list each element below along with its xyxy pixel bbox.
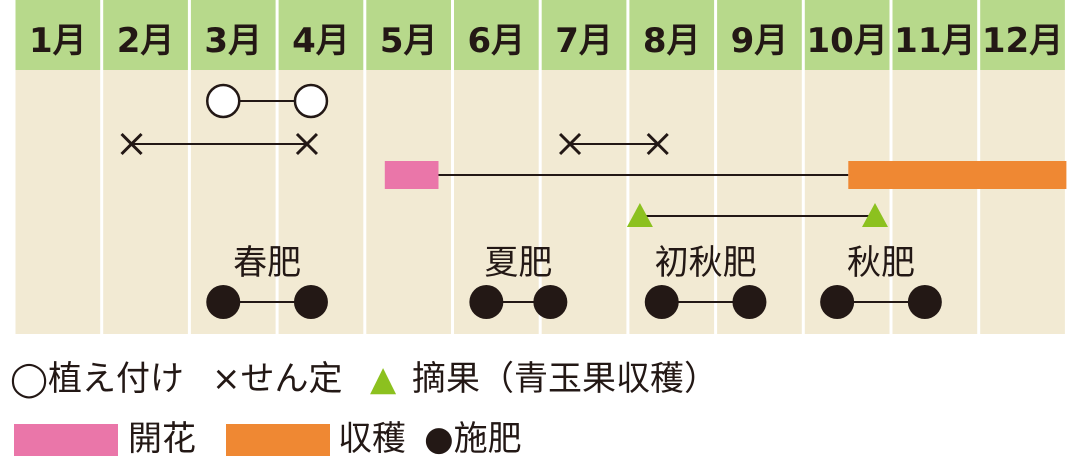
month-column [980, 70, 1065, 334]
fertilizing-label: 初秋肥 [655, 243, 757, 283]
filled-circle-marker [293, 285, 328, 319]
month-column [366, 70, 451, 334]
month-label: 3月 [204, 21, 262, 61]
filled-circle-marker [206, 285, 241, 319]
filled-circle-marker [907, 285, 942, 319]
month-label: 10月 [806, 21, 887, 61]
month-label: 8月 [643, 21, 701, 61]
legend-thinning: 摘果（青玉果収穫） [412, 359, 718, 399]
month-header-cell [103, 0, 188, 70]
month-header-cell [629, 0, 715, 70]
month-label: 11月 [894, 21, 975, 61]
month-header-cell [541, 0, 627, 70]
harvest-bar [848, 161, 1067, 189]
cross-marker [558, 132, 582, 156]
filled-circle-marker [469, 285, 504, 319]
month-header-cell [366, 0, 451, 70]
month-label: 7月 [555, 21, 613, 61]
triangle-icon: ▲ [370, 359, 397, 399]
legend-bloom: 開花 [128, 419, 196, 459]
triangle-marker [862, 203, 888, 227]
legend-harvest: 収穫 [338, 419, 406, 459]
cross-marker [120, 132, 143, 156]
cross-marker [646, 132, 669, 156]
month-label: 9月 [731, 21, 789, 61]
fertilizing-label: 秋肥 [847, 243, 915, 283]
month-header-cell [278, 0, 364, 70]
month-label: 6月 [468, 21, 526, 61]
month-label: 4月 [292, 21, 350, 61]
harvest-swatch [226, 424, 330, 456]
legend-pruning: ×せん定 [212, 359, 343, 399]
legend-fertilizing: ●施肥 [424, 419, 522, 459]
month-header-cell [454, 0, 539, 70]
month-label: 12月 [982, 21, 1063, 61]
month-header-cell [15, 0, 101, 70]
month-header-cell [804, 0, 890, 70]
month-column [15, 70, 101, 334]
month-header-cell [717, 0, 802, 70]
bloom-bar [384, 161, 439, 189]
month-column [103, 70, 188, 334]
month-label: 2月 [117, 21, 175, 61]
cross-marker [295, 132, 319, 156]
filled-circle-marker [820, 285, 855, 319]
legend-planting: ◯植え付け [10, 359, 185, 399]
legend-row-2: 開花 収穫 ●施肥 [0, 414, 1078, 464]
open-circle-marker [293, 83, 329, 119]
filled-circle-marker [644, 285, 679, 319]
month-header-cell [892, 0, 978, 70]
month-label: 1月 [29, 21, 87, 61]
filled-circle-marker [533, 285, 568, 319]
bloom-swatch [14, 424, 118, 456]
filled-circle-marker [732, 285, 767, 319]
fertilizing-label: 春肥 [233, 243, 301, 283]
month-header-cell [190, 0, 276, 70]
fertilizing-label: 夏肥 [484, 243, 552, 283]
month-label: 5月 [380, 21, 438, 61]
open-circle-marker [206, 83, 241, 119]
legend-row-1: ◯植え付け ×せん定 ▲ 摘果（青玉果収穫） [0, 354, 1078, 404]
triangle-marker [626, 203, 653, 227]
month-header-cell [980, 0, 1065, 70]
